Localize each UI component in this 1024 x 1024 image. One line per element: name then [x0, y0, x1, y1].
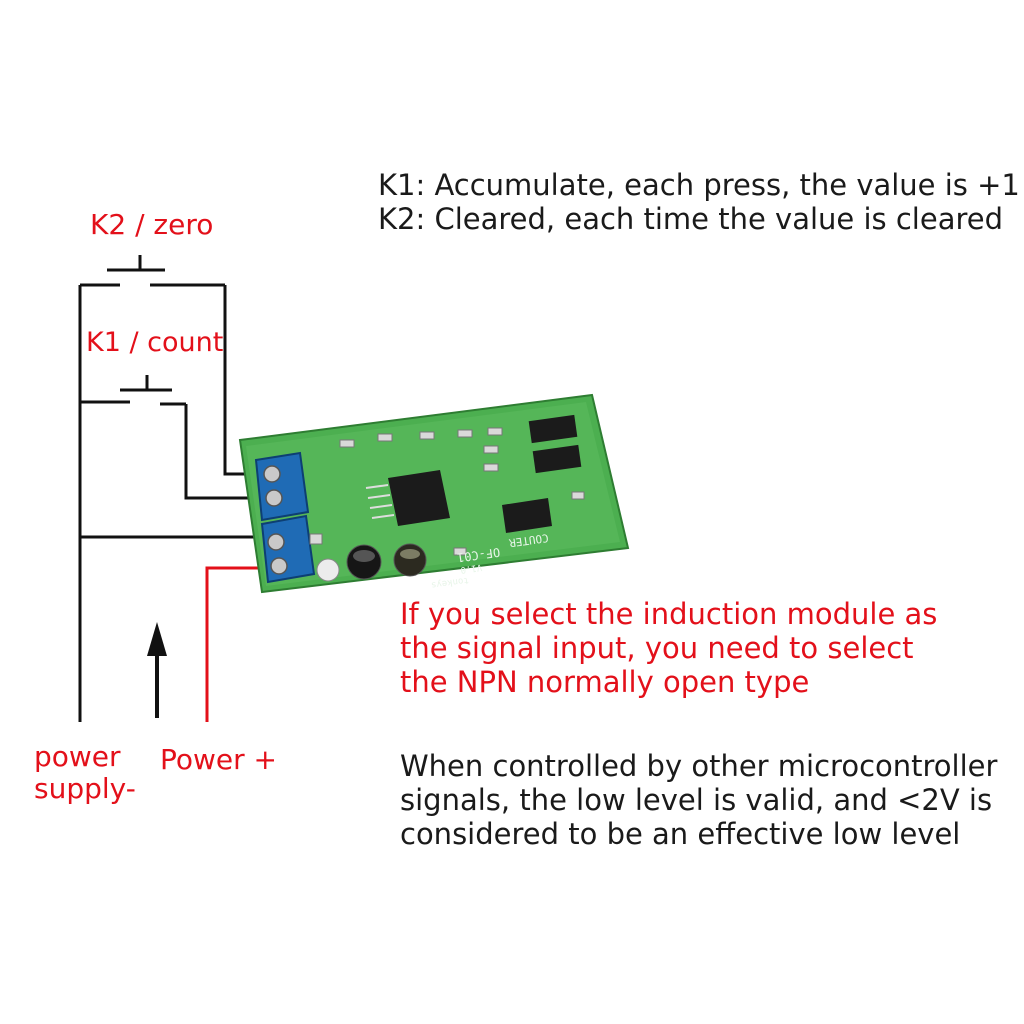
- optocoupler-1: [528, 414, 578, 444]
- k2-switch: [80, 255, 225, 287]
- main-chip: [388, 470, 450, 526]
- k1-switch: [80, 375, 186, 406]
- positive-wire: [205, 566, 272, 722]
- induction-note-line3: the NPN normally open type: [400, 665, 810, 700]
- negative-wire: [78, 285, 268, 722]
- board-version-text: V1.0: [460, 562, 483, 575]
- board-brand-text: tonkeys: [430, 574, 469, 589]
- terminal-block-bottom: [260, 514, 316, 584]
- signal-arrow: [147, 622, 167, 718]
- induction-note-line2: the signal input, you need to select: [400, 631, 914, 666]
- k2-label: K2 / zero: [90, 208, 214, 241]
- power-negative-line1: power: [34, 740, 121, 773]
- power-negative-line2: supply-: [34, 772, 136, 806]
- power-positive-label: Power +: [160, 743, 278, 776]
- k1-label: K1 / count: [86, 327, 224, 358]
- board-model-text: OF-C01: [456, 545, 501, 565]
- low-level-note: When controlled by other microcontroller…: [400, 749, 997, 852]
- board-name-text: COUTER: [508, 531, 550, 549]
- capacitor-2: [346, 544, 382, 580]
- low-level-line2: signals, the low level is valid, and <2V…: [400, 783, 993, 818]
- legend-k1: K1: Accumulate, each press, the value is…: [378, 168, 1020, 202]
- logic-chip: [502, 498, 552, 533]
- capacitor-3: [393, 543, 427, 577]
- optocoupler-2: [532, 444, 582, 474]
- pcb-board: OF-C01 COUTER V1.0 tonkeys: [238, 393, 630, 594]
- induction-note-line1: If you select the induction module as: [400, 597, 938, 631]
- legend-k2: K2: Cleared, each time the value is clea…: [378, 202, 1004, 237]
- capacitor-1: [316, 558, 340, 582]
- k1-wire: [184, 404, 275, 500]
- low-level-line3: considered to be an effective low level: [400, 817, 961, 852]
- low-level-line1: When controlled by other microcontroller: [400, 749, 998, 783]
- switch-legend: K1: Accumulate, each press, the value is…: [378, 168, 1020, 236]
- terminal-block-top: [254, 451, 310, 522]
